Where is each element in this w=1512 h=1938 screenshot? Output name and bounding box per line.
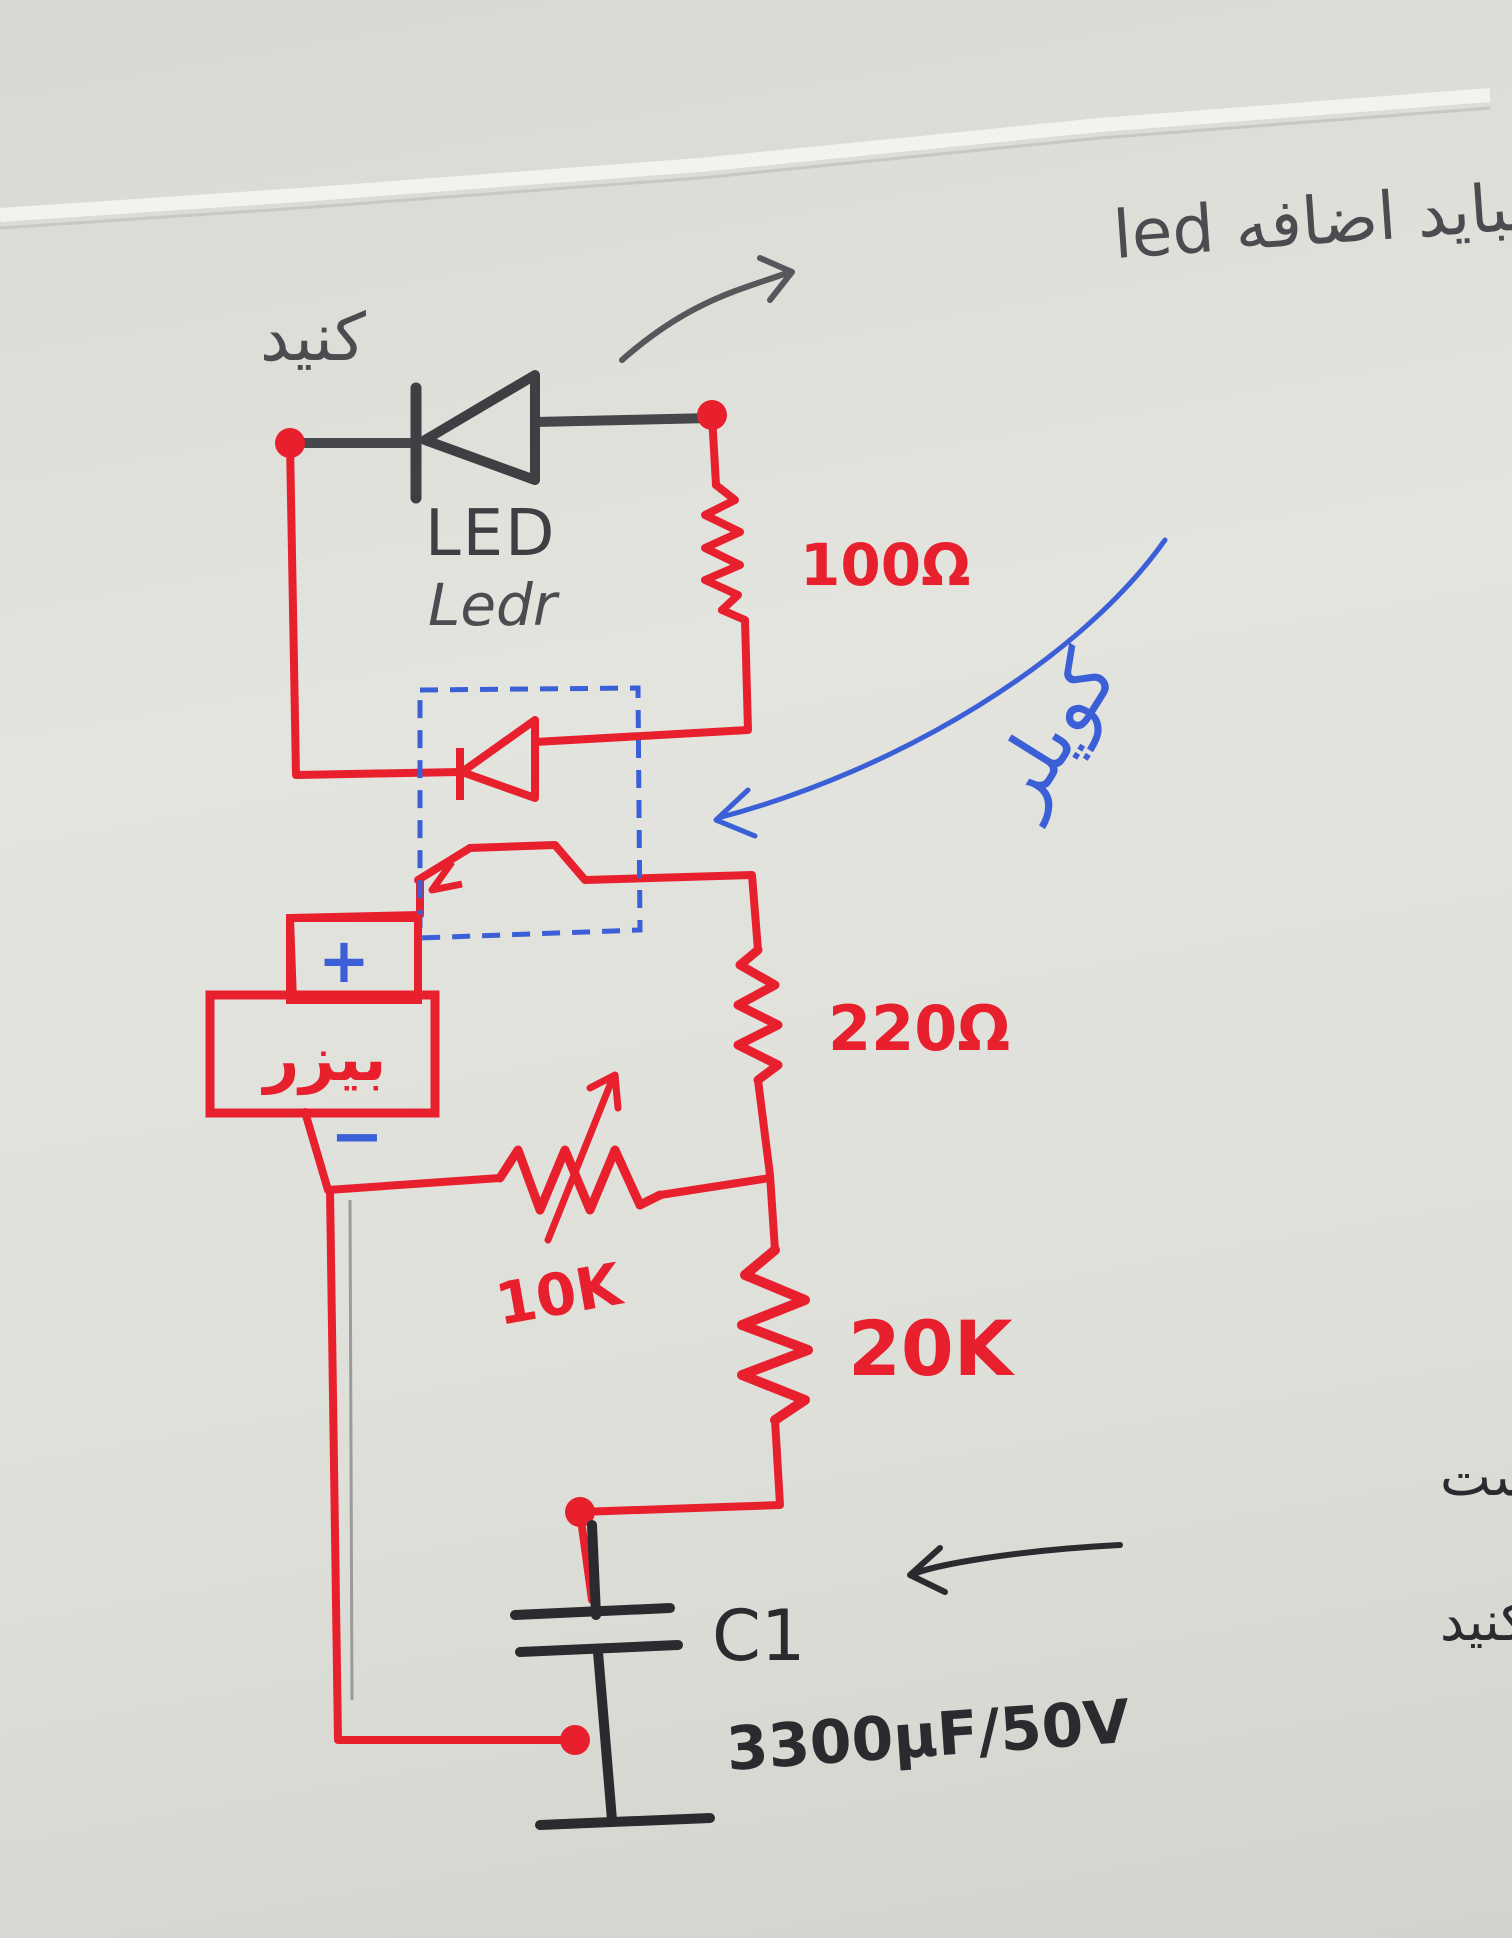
resistor-220-label: 220Ω bbox=[828, 992, 1010, 1065]
resistor-20k-label: 20K bbox=[848, 1304, 1016, 1393]
capacitor-note-line1: خازن تغذیه است bbox=[1440, 1445, 1512, 1508]
buzzer-name: بیزر bbox=[261, 1022, 387, 1095]
wire-pot-right bbox=[656, 1174, 774, 1199]
terminal-dot-cap-top bbox=[565, 1497, 595, 1527]
coupler-led-symbol bbox=[456, 716, 539, 802]
led-label: LED bbox=[425, 497, 556, 571]
led-power-note-line1: led تغذیه است و نباید اضافه bbox=[1111, 142, 1512, 274]
coupler-note-arrow bbox=[713, 537, 1168, 839]
resistor-20k-zigzag bbox=[737, 1245, 813, 1425]
potentiometer-zigzag bbox=[495, 1145, 665, 1215]
wire-right-top bbox=[708, 411, 720, 489]
wire-20k-bottom bbox=[576, 1416, 784, 1516]
wire-left-top bbox=[286, 439, 464, 779]
wire-switch-top bbox=[414, 841, 762, 954]
resistor-100-label: 100Ω bbox=[800, 531, 970, 599]
wire-right-100-bottom bbox=[531, 606, 752, 746]
led-note-arrow bbox=[619, 255, 795, 363]
paper-fold-line bbox=[0, 88, 1491, 222]
capacitor-note-line2: نباید اضافه کنید bbox=[1440, 1590, 1512, 1653]
led-power-note-line2: کنید bbox=[260, 299, 366, 376]
wire-switch-left bbox=[286, 876, 424, 922]
terminal-dot-cap-bottom bbox=[560, 1725, 590, 1755]
capacitor-c1 bbox=[510, 1520, 715, 1830]
paper-fold-shadow bbox=[0, 106, 1491, 230]
wire-220-bottom bbox=[754, 1076, 779, 1254]
led-wire-right bbox=[530, 413, 717, 427]
buzzer-minus-label: − bbox=[330, 1100, 384, 1174]
buzzer-plus-label: + bbox=[318, 924, 370, 997]
capacitor-name-label: C1 bbox=[712, 1595, 805, 1677]
led-branch bbox=[285, 370, 717, 504]
resistor-100-zigzag bbox=[701, 481, 744, 614]
coupler-note: کوپلر bbox=[968, 635, 1137, 830]
coupler-switch-arrow bbox=[428, 859, 463, 894]
resistor-220-zigzag bbox=[733, 945, 783, 1085]
wire-left-long bbox=[326, 1186, 574, 1744]
buzzer-box bbox=[205, 914, 440, 1118]
led-sub-label: Ledr bbox=[428, 571, 560, 639]
potentiometer-arrow bbox=[544, 1071, 622, 1244]
capacitor-value-label: 3300µF/50V bbox=[724, 1687, 1132, 1785]
potentiometer-label: 10K bbox=[491, 1250, 629, 1339]
pencil-guide-left bbox=[348, 1199, 354, 1701]
led-diode-symbol bbox=[410, 370, 540, 504]
coupler-dashed-box bbox=[417, 685, 643, 941]
capacitor-note-arrow bbox=[907, 1542, 1123, 1595]
